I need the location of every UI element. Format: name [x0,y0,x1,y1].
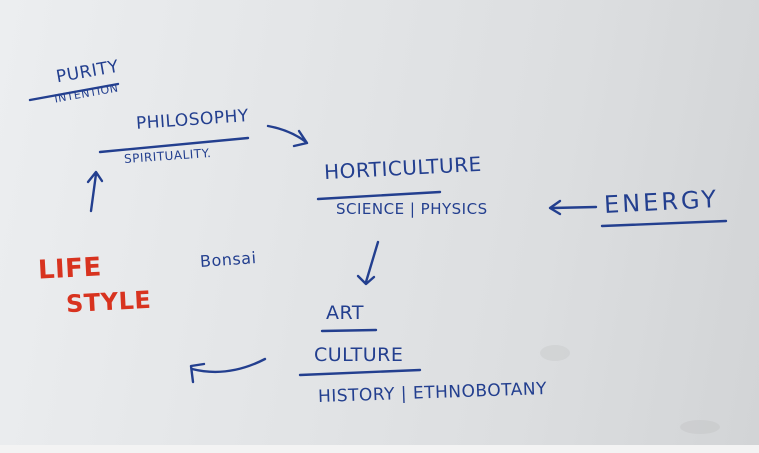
label-bonsai: Bonsai [199,248,258,271]
culture-underline [298,368,422,377]
energy-underline [600,219,728,228]
label-history-ethnobotany: HISTORY | ETHNOBOTANY [317,379,548,407]
label-life: LIFE [37,252,103,286]
label-horticulture: HORTICULTURE [323,151,483,185]
horticulture-underline [316,190,442,201]
arrowhead-philosophy-to-horticulture [292,129,309,148]
arrowhead-culture-to-lifestyle [189,362,206,384]
label-spirituality: SPIRITUALITY. [123,145,212,167]
arrowhead-spirituality-up [86,170,104,184]
art-underline [320,328,378,333]
label-art: ART [326,302,364,324]
arrow-spirituality-up [89,172,98,213]
label-energy: ENERGY [603,185,720,219]
arrow-science-to-art [364,240,380,284]
arrow-energy-to-science [550,205,598,210]
label-philosophy: PHILOSOPHY [135,106,250,134]
label-science-physics: SCIENCE | PHYSICS [336,200,488,218]
arrow-culture-to-lifestyle [190,357,267,374]
board-smudge [680,420,720,434]
board-smudge [540,345,570,361]
arrow-philosophy-to-horticulture [266,124,308,144]
arrowhead-science-to-art [356,274,376,286]
arrowhead-energy-to-science [548,199,562,216]
label-style: STYLE [65,285,152,319]
label-culture: CULTURE [314,344,404,366]
